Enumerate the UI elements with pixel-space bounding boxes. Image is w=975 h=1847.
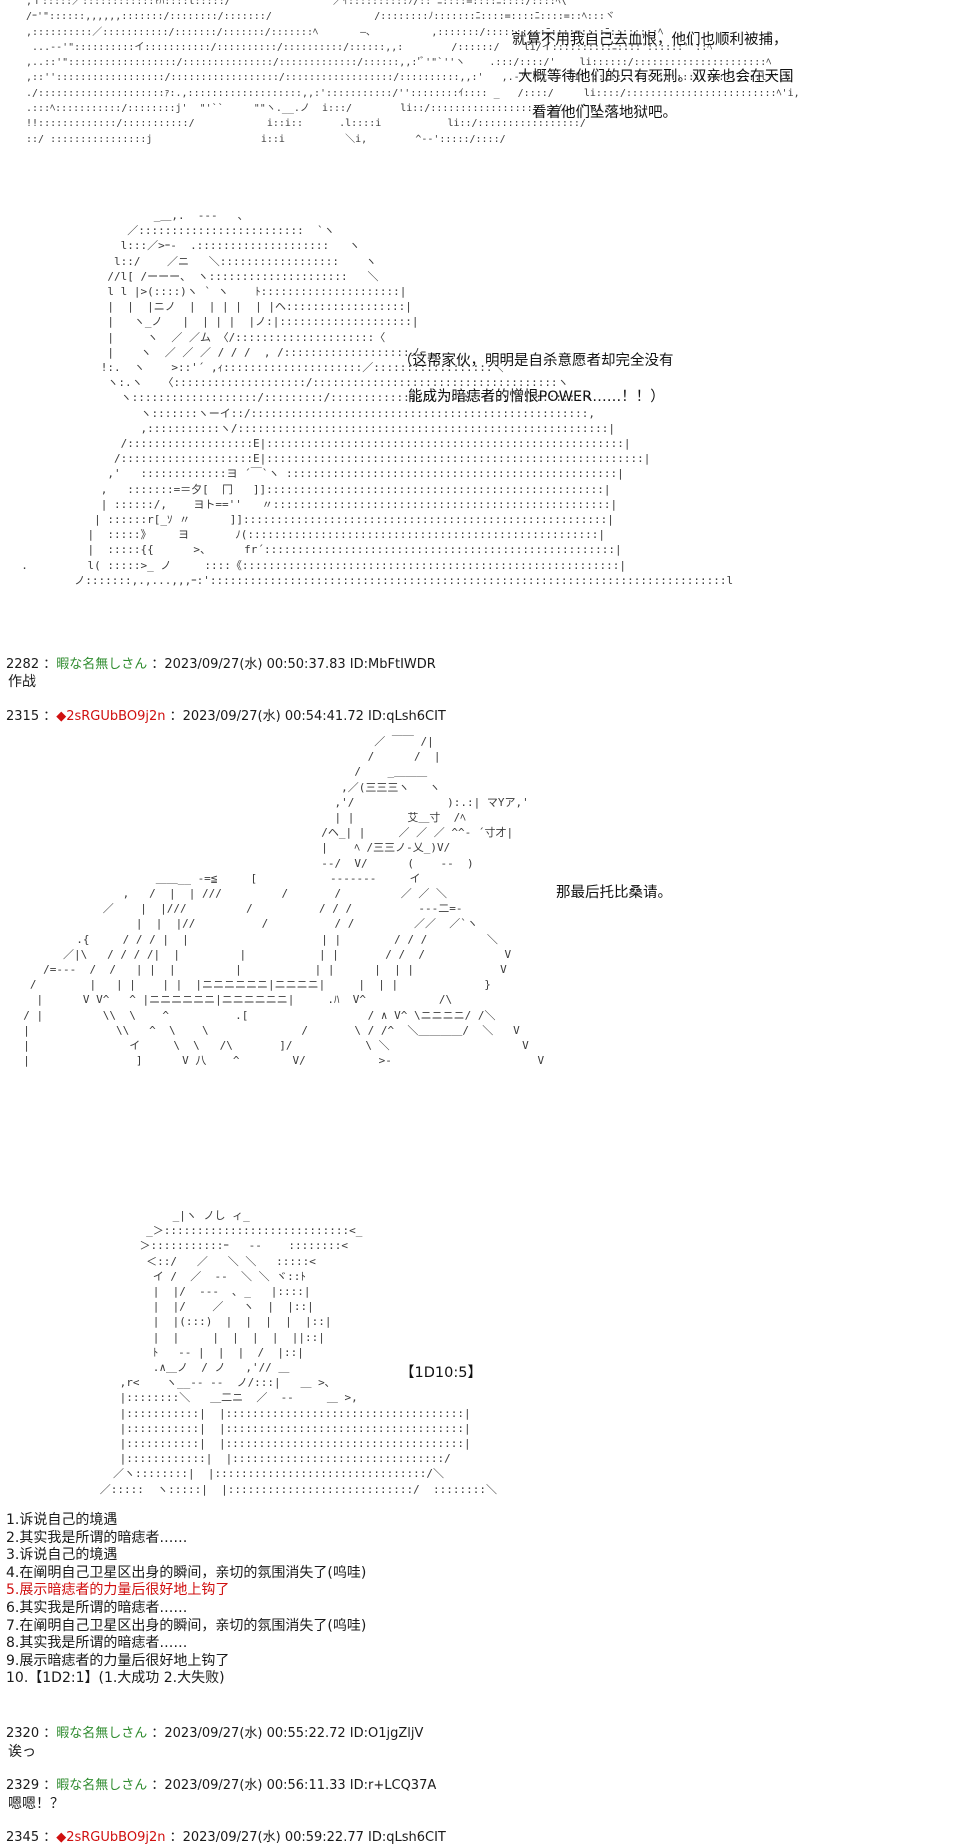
poster-trip: 2sRGUbBO9j2n [66,709,166,724]
post-number: 2329 [6,1778,40,1793]
choice-item: 3.诉说自己的境遇 [6,1547,118,1564]
post-date: 2023/09/27(水) 00:56:11.33 [164,1778,346,1793]
poster-name: 暇な名無しさん [56,1778,148,1793]
choice-item-highlighted: 5.展示暗痣者的力量后很好地上钩了 [6,1582,230,1599]
panel2-text-line2: 能成为暗痣者的憎恨POWER……！！） [408,389,665,405]
choice-list: 1.诉说自己的境遇 2.其实我是所谓的暗痣者…… 3.诉说自己的境遇 4.在阐明… [6,1512,366,1688]
post-date: 2023/09/27(水) 00:50:37.83 [164,657,346,672]
ascii-art-masked-figure-cape: ／ ￣￣ /| / / | / _＿＿＿ ,／(三三三ヽ ヽ [23,735,545,1068]
dice-result: 【1D10:5】 [400,1365,482,1381]
post-header-2345: 2345 ：◆2sRGUbBO9j2n ：2023/09/27(水) 00:59… [6,1830,446,1845]
post-body-2320: 诶っ [8,1744,36,1760]
choice-item: 9.展示暗痣者的力量后很好地上钩了 [6,1652,230,1669]
post-body-2329: 嗯嗯！？ [8,1796,64,1812]
post-number: 2315 [6,709,40,724]
post-header-2315: 2315 ：◆2sRGUbBO9j2n ：2023/09/27(水) 00:54… [6,709,446,724]
post-number: 2345 [6,1830,40,1845]
post-date: 2023/09/27(水) 00:54:41.72 [182,709,364,724]
choice-item: 6.其实我是所谓的暗痣者…… [6,1599,188,1616]
panel1-text-line3: 看着他们坠落地狱吧。 [532,105,677,121]
post-header-2320: 2320 ：暇な名無しさん ：2023/09/27(水) 00:55:22.72… [6,1726,424,1741]
post-date: 2023/09/27(水) 00:55:22.72 [164,1726,346,1741]
panel1-text-line2: 大概等待他们的只有死刑。双亲也会在天国 [518,69,794,85]
ascii-art-hooded-figure: _＿,. ‐‐‐ 、 ／::::::::::::::::::::::::: `ヽ… [21,209,734,587]
ascii-art-figure-seated: _|ヽ ノし ィ_ _＞::::::::::::::::::::::::::::… [99,1209,497,1496]
trip-diamond-icon: ◆ [56,1830,67,1845]
post-id: ID:qLsh6CIT [368,709,446,724]
post-id: ID:r+LCQ37A [349,1778,437,1793]
post-date: 2023/09/27(水) 00:59:22.77 [182,1830,364,1845]
poster-name: 暇な名無しさん [56,657,148,672]
post-header-2282: 2282 ：暇な名無しさん ：2023/09/27(水) 00:50:37.83… [6,657,436,672]
panel2-text-line1: （这帮家伙，明明是自杀意愿者却完全没有 [398,353,674,369]
panel3-text: 那最后托比桑请。 [556,885,672,901]
post-number: 2282 [6,657,40,672]
post-header-2329: 2329 ：暇な名無しさん ：2023/09/27(水) 00:56:11.33… [6,1778,437,1793]
poster-name: 暇な名無しさん [56,1726,148,1741]
choice-item: 8.其实我是所谓的暗痣者…… [6,1635,188,1652]
choice-item: 10.【1D2:1】(1.大成功 2.大失败) [6,1670,225,1687]
choice-item: 4.在阐明自己卫星区出身的瞬间，亲切的氛围消失了(呜哇) [6,1564,367,1581]
choice-item: 1.诉说自己的境遇 [6,1512,118,1528]
post-number: 2320 [6,1726,40,1741]
post-id: ID:MbFtIWDR [349,657,436,672]
poster-trip: 2sRGUbBO9j2n [66,1830,166,1845]
panel1-text-line1: 就算不用我自己去血恨，他们也顺利被捕， [512,32,788,48]
choice-item: 7.在阐明自己卫星区出身的瞬间，亲切的氛围消失了(呜哇) [6,1617,367,1634]
post-id: ID:qLsh6CIT [368,1830,446,1845]
choice-item: 2.其实我是所谓的暗痣者…… [6,1529,188,1546]
post-id: ID:O1jgZljV [349,1726,424,1741]
ascii-art-crowd: ,ｆ:::::／::::::::::::ﾔﾊ::::l:::::/ ／ｲ::::… [26,0,800,145]
post-body-2282: 作战 [8,674,36,690]
trip-diamond-icon: ◆ [56,709,67,724]
